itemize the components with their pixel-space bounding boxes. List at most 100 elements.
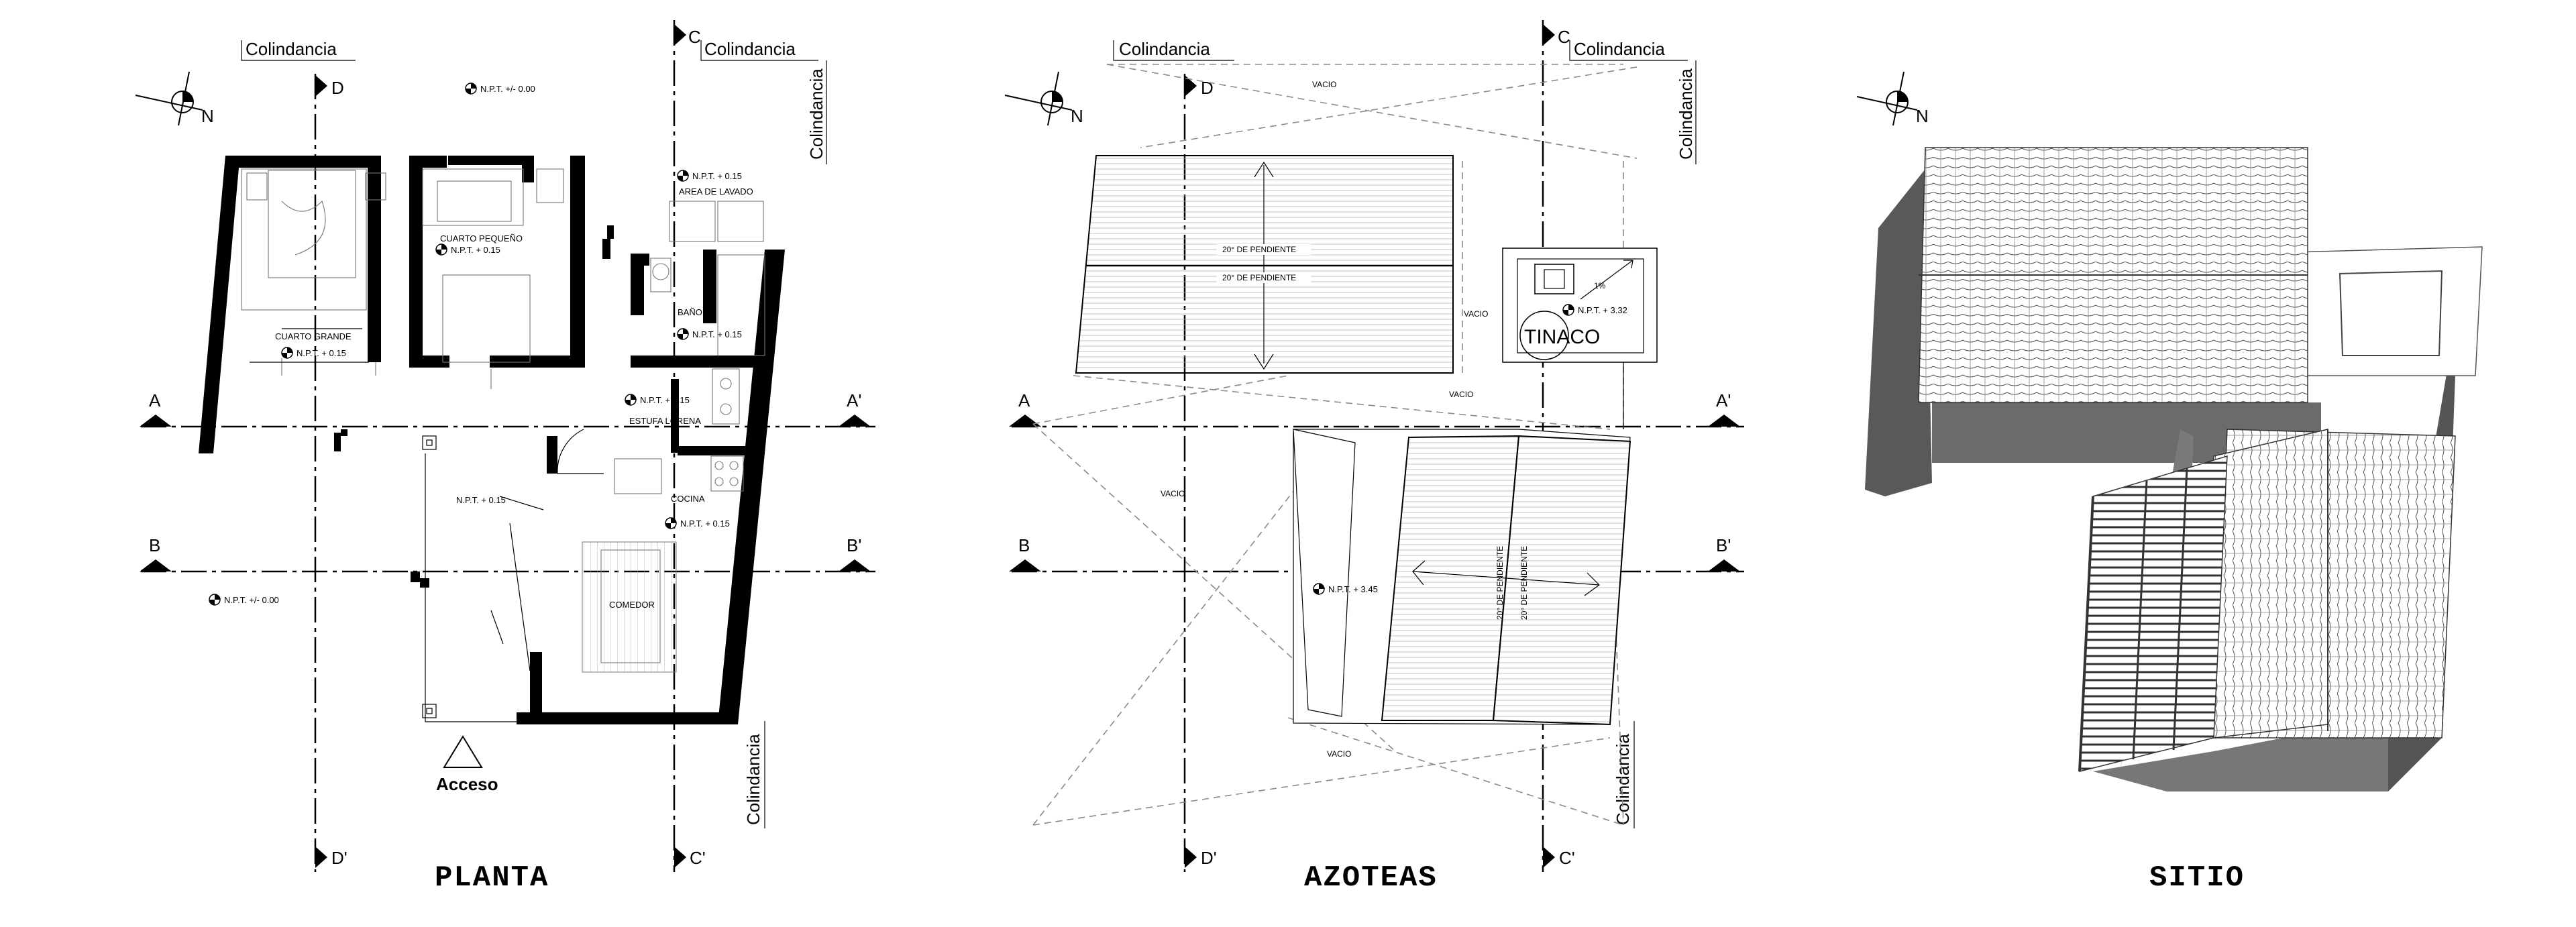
level-markers: N.P.T. +/- 0.00 N.P.T. + 0.15 AREA DE LA…: [209, 83, 753, 610]
north-arrow-icon: N: [1004, 71, 1083, 126]
colindancia-top-left: Colindancia: [1113, 39, 1234, 61]
slope-label-north-2: 20° DE PENDIENTE: [1222, 273, 1296, 282]
axis-marker-a: A: [140, 390, 172, 427]
colindancia-top-right: Colindancia: [1569, 39, 1688, 61]
sitio-3d-model: [1865, 147, 2483, 792]
axis-marker-c-prime: C': [1543, 847, 1575, 868]
svg-text:N.P.T. + 0.15: N.P.T. + 0.15: [640, 395, 690, 405]
north-label: N: [1916, 106, 1929, 126]
vacio-label-5: VACIO: [1327, 749, 1351, 759]
svg-text:Colindancia: Colindancia: [1676, 68, 1696, 160]
axis-marker-a-prime: A': [839, 390, 871, 427]
axis-marker-b-prime: B': [1708, 535, 1740, 571]
level-marker-outside-left: N.P.T. +/- 0.00: [209, 594, 279, 606]
svg-text:C': C': [1559, 848, 1575, 868]
svg-text:B: B: [149, 535, 160, 555]
svg-text:Colindancia: Colindancia: [1613, 734, 1633, 825]
svg-text:N.P.T. + 3.32: N.P.T. + 3.32: [1578, 305, 1627, 315]
svg-text:A': A': [1716, 390, 1731, 411]
svg-text:N.P.T. +/- 0.00: N.P.T. +/- 0.00: [224, 595, 279, 605]
level-marker-cuarto-pequeno: N.P.T. + 0.15: [435, 243, 500, 256]
axis-marker-c: C: [1543, 24, 1570, 47]
roof-slab-north: 20° DE PENDIENTE 20° DE PENDIENTE: [1075, 155, 1454, 374]
svg-text:N.P.T. + 0.15: N.P.T. + 0.15: [692, 171, 742, 181]
level-marker-bano: N.P.T. + 0.15: [677, 328, 742, 340]
axis-marker-d: D: [315, 75, 344, 98]
site-dashed-lines: [1032, 64, 1638, 826]
vacio-label-2: VACIO: [1464, 309, 1488, 319]
axis-marker-d-prime: D': [315, 847, 347, 868]
level-marker-cocina: N.P.T. + 0.15: [665, 517, 730, 529]
svg-text:B': B': [847, 535, 861, 555]
svg-text:N.P.T. + 0.15: N.P.T. + 0.15: [451, 245, 500, 255]
svg-text:D: D: [331, 78, 344, 98]
svg-text:A: A: [1018, 390, 1030, 411]
roof-slab-south: 20° DE PENDIENTE 20° DE PENDIENTE N.P.T.…: [1293, 429, 1631, 726]
svg-text:Colindancia: Colindancia: [806, 68, 826, 160]
svg-text:N.P.T. +/- 0.00: N.P.T. +/- 0.00: [480, 84, 535, 94]
slope-label-south-1: 20° DE PENDIENTE: [1495, 546, 1505, 620]
floor-plan-furniture: [241, 168, 765, 722]
sitio-title: SITIO: [2149, 861, 2245, 895]
vacio-label-1: VACIO: [1312, 80, 1336, 89]
svg-text:Colindancia: Colindancia: [1119, 39, 1210, 59]
axis-marker-b-prime: B': [839, 535, 871, 571]
svg-text:B': B': [1716, 535, 1731, 555]
room-label-comedor: COMEDOR: [609, 600, 655, 610]
colindancia-top-right: Colindancia: [700, 39, 818, 61]
colindancia-bottom-vertical: Colindancia: [743, 721, 765, 828]
svg-text:C: C: [1558, 27, 1570, 47]
svg-text:N.P.T. + 0.15: N.P.T. + 0.15: [692, 329, 742, 339]
svg-text:Colindancia: Colindancia: [246, 39, 337, 59]
slope-label-south-2: 20° DE PENDIENTE: [1519, 546, 1529, 620]
north-label: N: [1071, 106, 1083, 126]
room-label-cocina: COCINA: [671, 494, 705, 504]
vacio-label-4: VACIO: [1161, 489, 1185, 498]
svg-text:B: B: [1018, 535, 1030, 555]
level-marker-tinaco: N.P.T. + 3.32: [1562, 304, 1627, 316]
level-marker-roof: N.P.T. + 3.45: [1313, 583, 1378, 595]
axis-marker-c-prime: C': [674, 847, 706, 868]
tinaco-block: 1% N.P.T. + 3.32 TINACO: [1502, 248, 1658, 429]
level-marker-outside-top: N.P.T. +/- 0.00: [465, 83, 535, 95]
acceso-marker: Acceso: [436, 735, 498, 794]
colindancia-right-vertical: Colindancia: [806, 60, 827, 164]
axis-marker-d-prime: D': [1185, 847, 1217, 868]
room-label-bano: BAÑO: [678, 307, 702, 317]
svg-text:N.P.T. + 0.15: N.P.T. + 0.15: [297, 348, 346, 358]
svg-text:Colindancia: Colindancia: [743, 734, 763, 825]
svg-text:Colindancia: Colindancia: [1574, 39, 1665, 59]
colindancia-bottom-vertical: Colindancia: [1613, 721, 1635, 828]
tinaco-label: TINACO: [1524, 326, 1600, 348]
level-text-patio: N.P.T. + 0.15: [456, 495, 506, 505]
axis-marker-a: A: [1009, 390, 1041, 427]
slope-label-north-1: 20° DE PENDIENTE: [1222, 245, 1296, 254]
svg-text:A': A': [847, 390, 861, 411]
axis-marker-c: C: [674, 24, 701, 47]
svg-text:D': D': [331, 848, 347, 868]
planta-title: PLANTA: [435, 861, 549, 895]
north-label: N: [201, 106, 214, 126]
svg-text:D': D': [1201, 848, 1217, 868]
north-arrow-icon: N: [135, 71, 214, 126]
azoteas-panel: N Colindancia Colindancia Colindancia Co…: [1004, 20, 1744, 895]
floor-plan-walls: [199, 156, 785, 724]
colindancia-right-vertical: Colindancia: [1676, 60, 1697, 164]
axis-marker-b: B: [1009, 535, 1041, 571]
level-marker-estufa: N.P.T. + 0.15: [625, 394, 690, 406]
axis-marker-b: B: [140, 535, 172, 571]
level-marker-cuarto-grande: N.P.T. + 0.15: [281, 347, 346, 359]
azoteas-title: AZOTEAS: [1304, 861, 1438, 895]
svg-text:N.P.T. + 3.45: N.P.T. + 3.45: [1328, 584, 1378, 594]
vacio-label-3: VACIO: [1449, 390, 1473, 399]
svg-text:Acceso: Acceso: [436, 774, 498, 794]
svg-text:C': C': [690, 848, 706, 868]
svg-text:C: C: [688, 27, 701, 47]
room-label-cuarto-pequeno: CUARTO PEQUEÑO: [440, 233, 523, 243]
room-label-estufa: ESTUFA LORENA: [629, 416, 701, 426]
axis-marker-a-prime: A': [1708, 390, 1740, 427]
planta-panel: N Colindancia Colindancia Colindancia Co…: [135, 20, 875, 895]
level-marker-lavado: N.P.T. + 0.15: [677, 170, 742, 182]
room-label-lavado: AREA DE LAVADO: [679, 186, 753, 197]
